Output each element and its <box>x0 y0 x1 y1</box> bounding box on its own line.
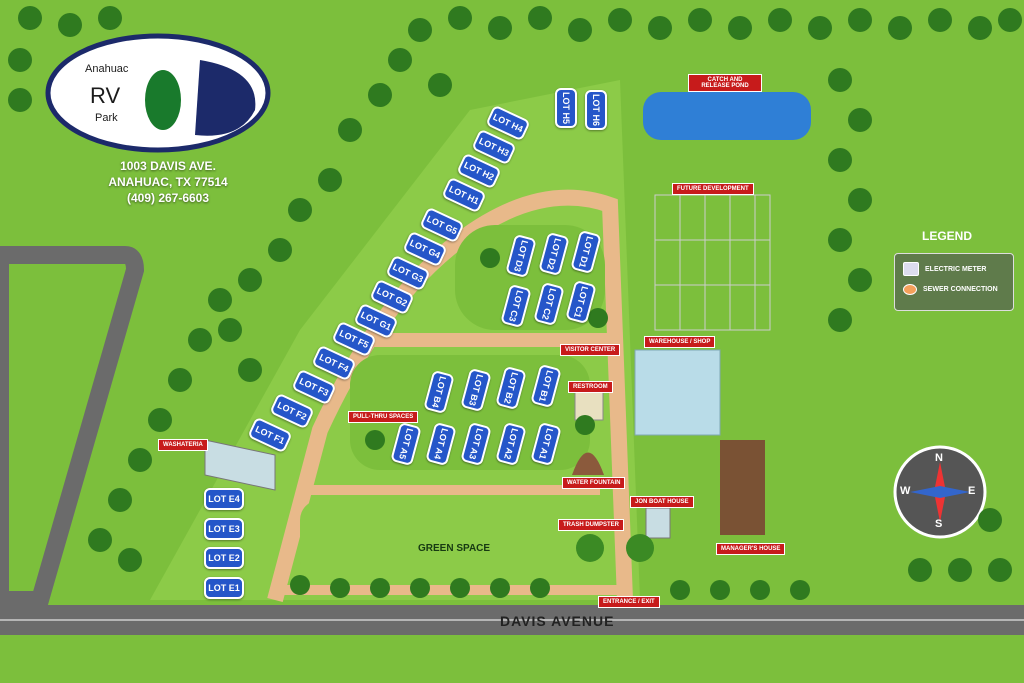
tree-cluster <box>8 6 1022 600</box>
water-fountain-shape <box>572 452 604 475</box>
future-development-frames <box>654 194 771 331</box>
lot-e3[interactable]: LOT E3 <box>204 518 244 540</box>
restroom-tag: RESTROOM <box>568 381 613 393</box>
lot-e4[interactable]: LOT E4 <box>204 488 244 510</box>
address-city: ANAHUAC, TX 77514 <box>108 175 228 189</box>
water-fountain-tag: WATER FOUNTAIN <box>562 477 626 489</box>
electric-meter-icon <box>903 262 919 276</box>
legend-title: LEGEND <box>922 229 973 243</box>
compass-west: W <box>900 485 911 497</box>
pond-tag: CATCH AND RELEASE POND <box>688 74 762 92</box>
compass-north: N <box>935 452 943 464</box>
future-development-tag: FUTURE DEVELOPMENT <box>672 183 754 195</box>
pull-thru-tag: PULL-THRU SPACES <box>348 411 419 423</box>
davis-avenue-label: DAVIS AVENUE <box>500 613 615 629</box>
logo-line-3: Park <box>95 112 118 124</box>
logo-line-1: Anahuac <box>85 63 129 75</box>
jon-boat-house-building <box>645 507 671 539</box>
address-phone: (409) 267-6603 <box>126 191 210 205</box>
legend-box: ELECTRIC METER SEWER CONNECTION <box>894 253 1014 311</box>
palm-trees <box>576 534 654 562</box>
alligator-icon <box>145 70 181 130</box>
washateria-building <box>204 439 276 491</box>
logo-line-2: RV <box>90 83 121 108</box>
sewer-connection-icon <box>903 284 917 295</box>
lot-h6[interactable]: LOT H6 <box>585 90 607 130</box>
jon-boat-house-tag: JON BOAT HOUSE <box>630 496 694 508</box>
address-block: 1003 DAVIS AVE. ANAHUAC, TX 77514 (409) … <box>88 158 248 206</box>
legend-electric-label: ELECTRIC METER <box>925 265 987 273</box>
washateria-tag: WASHATERIA <box>158 439 208 451</box>
compass-east: E <box>968 485 976 497</box>
restroom-building <box>574 389 604 421</box>
legend-row-sewer: SEWER CONNECTION <box>903 284 1013 295</box>
lot-e2[interactable]: LOT E2 <box>204 547 244 569</box>
west-road <box>0 246 145 609</box>
pond <box>643 92 811 140</box>
legend-sewer-label: SEWER CONNECTION <box>923 286 998 293</box>
green-space-label: GREEN SPACE <box>418 543 491 554</box>
warehouse-building <box>634 349 721 436</box>
address-street: 1003 DAVIS AVE. <box>120 159 216 173</box>
lot-h5[interactable]: LOT H5 <box>555 88 577 128</box>
entrance-exit-tag: ENTRANCE / EXIT <box>598 596 660 608</box>
warehouse-tag: WAREHOUSE / SHOP <box>644 336 716 348</box>
lot-e1[interactable]: LOT E1 <box>204 577 244 599</box>
trash-dumpster-tag: TRASH DUMPSTER <box>558 519 625 531</box>
managers-house-building <box>720 440 765 535</box>
compass-south: S <box>935 518 943 530</box>
managers-house-tag: MANAGER'S HOUSE <box>716 543 786 555</box>
visitor-center-tag: VISITOR CENTER <box>560 344 621 356</box>
legend-row-electric: ELECTRIC METER <box>903 262 1013 276</box>
